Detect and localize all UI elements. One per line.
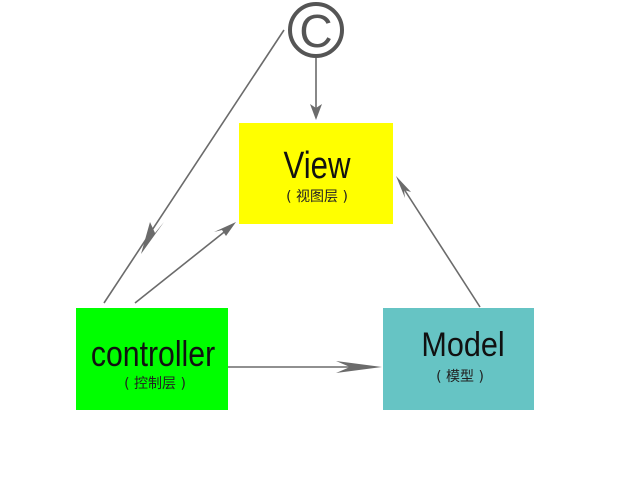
edge-model-to-view (401, 185, 481, 308)
controller-box (76, 308, 228, 410)
edge-client-to-controller (103, 29, 285, 304)
arrowhead-client-to-view (310, 104, 322, 120)
controller-title: controller (91, 335, 215, 375)
controller-node: controller ( 控制层 ) (76, 308, 228, 410)
arrowhead-client-to-controller (141, 222, 164, 254)
view-subtitle: ( 视图层 ) (286, 189, 348, 205)
client-icon-ring (288, 2, 344, 58)
client-icon-letter: C (299, 5, 332, 57)
arrowhead-controller-to-model (336, 361, 382, 373)
view-title: View (284, 145, 352, 187)
controller-subtitle: ( 控制层 ) (124, 376, 186, 392)
model-node: Model ( 模型 ) (383, 308, 534, 410)
view-box (239, 123, 393, 224)
model-box (383, 308, 534, 410)
arrowhead-controller-to-view (214, 222, 236, 236)
model-subtitle: ( 模型 ) (436, 369, 484, 385)
model-title: Model (421, 326, 504, 364)
edge-controller-to-view (134, 228, 229, 304)
arrowhead-model-to-view (396, 176, 411, 198)
client-icon: C (288, 2, 344, 58)
view-node: View ( 视图层 ) (239, 123, 393, 224)
